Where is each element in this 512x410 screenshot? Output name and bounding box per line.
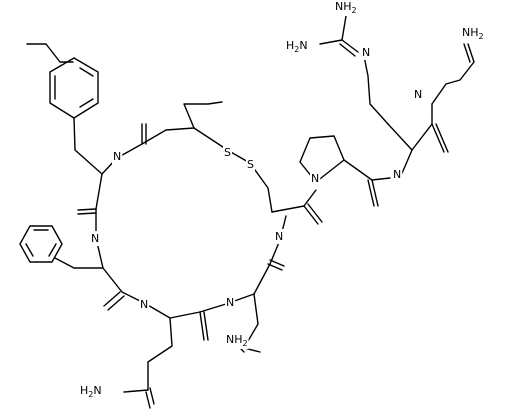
atom-sulfur: S: [246, 157, 255, 172]
atom-label: N: [414, 88, 422, 101]
atom-label: S: [247, 158, 254, 171]
atom-label-background: [223, 145, 232, 160]
atom-label-background: [392, 167, 403, 182]
atom-label-background: [246, 157, 255, 172]
bond-lines: [19, 15, 475, 409]
atom-label: N: [362, 46, 370, 59]
atom-label: H2N: [286, 39, 308, 54]
atom-label-background: [79, 383, 103, 400]
atom-label-background: [225, 295, 236, 310]
atom-label: NH2: [226, 333, 248, 348]
atom-imine-n: N: [361, 45, 372, 60]
atom-label: N: [275, 230, 283, 243]
atom-label: N: [113, 150, 121, 163]
atom-label: N: [91, 232, 99, 245]
atom-amide-n-2: N: [392, 167, 403, 182]
atom-label: N: [311, 172, 319, 185]
atom-label: N: [393, 168, 401, 181]
atom-amide-n-1: N: [413, 87, 424, 102]
atom-amine-1: NH2: [334, 0, 358, 16]
atom-amine-2: H2N: [285, 38, 309, 55]
atom-label-background: [310, 171, 321, 186]
atom-label: NH2: [462, 26, 484, 41]
atom-label-background: [90, 231, 101, 246]
atom-sulfur: S: [223, 145, 232, 160]
atom-pyrrolidine-n: N: [310, 171, 321, 186]
atom-amine-3: NH2: [461, 25, 485, 42]
atom-label-background: [225, 332, 249, 349]
atom-label-background: [112, 149, 123, 164]
atom-label-background: [139, 297, 150, 312]
atom-label-background: [334, 0, 358, 16]
atom-amide-n-6: N: [139, 297, 150, 312]
atom-amide-n-3: N: [112, 149, 123, 164]
atom-amine-5: NH2: [225, 332, 249, 349]
atom-amide-n-4: N: [90, 231, 101, 246]
atom-label: N: [226, 296, 234, 309]
atom-label-background: [285, 38, 309, 55]
atom-label: NH2: [335, 0, 357, 15]
atom-label-background: [274, 229, 285, 244]
atom-label: H2N: [80, 384, 102, 399]
atom-label-background: [413, 87, 424, 102]
atom-label: S: [224, 146, 231, 159]
atom-label-background: [461, 25, 485, 42]
atom-amine-4: H2N: [79, 383, 103, 400]
atom-amide-n-7: N: [225, 295, 236, 310]
atom-label: N: [140, 298, 148, 311]
atom-amide-n-5: N: [274, 229, 285, 244]
atom-label-background: [361, 45, 372, 60]
